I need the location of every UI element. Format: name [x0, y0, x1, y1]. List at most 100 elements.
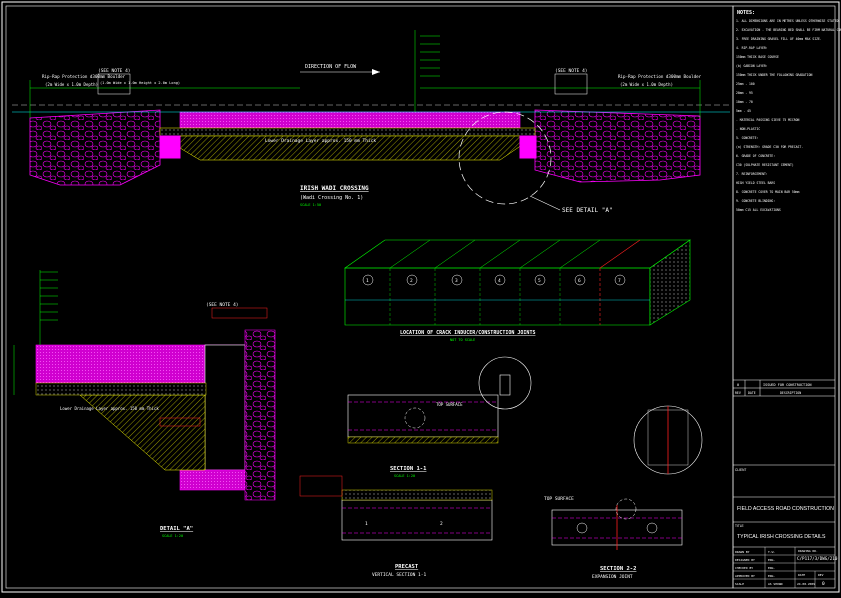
main-subtitle: (Wadi Crossing No. 1): [300, 195, 363, 201]
note-line: 8. CONCRETE COVER TO MAIN BAR 50mm: [736, 190, 799, 194]
notes-frame: [732, 5, 836, 589]
section-2-2: TOP SURFACE SECTION 2-2 EXPANSION JOINT: [544, 405, 703, 580]
tb-row-3-value: ENG.: [768, 574, 775, 578]
note-line: - MATERIAL PASSING SIEVE 75 MICRON: [736, 118, 799, 122]
panel-label-6: 6: [578, 278, 581, 284]
panel-label-7: 7: [618, 278, 621, 284]
right-riprap: [534, 109, 701, 183]
section-1-scale: SCALE 1:20: [394, 474, 415, 478]
left-riprap: [29, 109, 161, 186]
tb-row-3-label: APPROVED BY: [735, 574, 755, 578]
rev-col-desc: DESCRIPTION: [780, 391, 801, 395]
revision-table: 0 ISSUED FOR CONSTRUCTION REV DATE DESCR…: [733, 379, 835, 397]
tb-row-1-label: DESIGNED BY: [735, 558, 755, 562]
rev-row-label: 0: [737, 383, 739, 387]
leveling-layer-label: Lower Drainage Layer approx. 150 mm Thic…: [265, 138, 376, 144]
main-title: IRISH WADI CROSSING: [300, 185, 369, 192]
riprap-right-label: Rip-Rap Protection d300mm Boulder: [618, 74, 702, 79]
gabion-left-label: (1.0m Wide x 1.0m Height x 2.0m Long): [100, 81, 180, 85]
note-line: (a) STRENGTH: GRADE C30 FOR PRECAST.: [736, 145, 803, 149]
tb-row-1-value: ENG.: [768, 558, 775, 562]
project-name: FIELD ACCESS ROAD CONSTRUCTION: [737, 506, 834, 512]
notes-heading: NOTES:: [737, 10, 755, 16]
tb-row-2-value: ENG.: [768, 566, 775, 570]
top-surface-label: TOP SURFACE: [436, 402, 463, 407]
section-1-1: TOP SURFACE SECTION 1-1 SCALE 1:20: [347, 356, 532, 478]
rev-row-desc: ISSUED FOR CONSTRUCTION: [763, 383, 811, 387]
note-line: 50mm C15 ALL EXCAVATIONS: [736, 208, 781, 212]
note-line: 10mm - 70: [736, 100, 753, 104]
precast-num-2: 2: [440, 521, 443, 527]
riprap-left-label: Rip-Rap Protection d300mm Boulder: [42, 74, 126, 79]
main-crossing-section: DIRECTION OF FLOW Rip-Rap Protection d30…: [12, 30, 730, 214]
sub-base: [159, 135, 536, 161]
precast-section: 1 2 PRECAST VERTICAL SECTION 1-1: [299, 475, 493, 578]
section-2-title: SECTION 2-2: [600, 566, 636, 572]
note-line: 150mm THICK UNDER THE FOLLOWING GRADATIO…: [736, 73, 813, 77]
drawing-frame: [5, 5, 734, 589]
see-note-right: (SEE NOTE 4): [555, 68, 588, 74]
note-line: 1. ALL DIMENSIONS ARE IN METRES UNLESS O…: [736, 19, 840, 23]
drawing-no-label: DRAWING NO.: [798, 549, 818, 553]
note-line: HIGH YIELD STEEL BARS: [736, 181, 775, 185]
note-line: 2. EXCAVATION - THE BEARING BED SHALL BE…: [736, 28, 841, 32]
crack-scale: NOT TO SCALE: [450, 338, 475, 342]
detail-a-scale: SCALE 1:20: [162, 534, 183, 538]
rev-col-date: DATE: [748, 391, 756, 395]
note-line: 3. FREE DRAINING GRAVEL FILL OF 40mm MAX…: [736, 37, 822, 41]
crack-inducer-diagram: 1 2 3 4 5 6 7 LOCATION OF CRACK INDUCER/…: [344, 239, 691, 342]
note-line: 5mm - 45: [736, 109, 751, 113]
panel-label-5: 5: [538, 278, 541, 284]
tb-row-4-label: SCALE: [735, 582, 744, 586]
date-label: DATE: [798, 573, 805, 577]
detail-a-rock: [244, 329, 276, 501]
title-label: TITLE: [735, 524, 744, 528]
section-1-title: SECTION 1-1: [390, 466, 427, 472]
main-scale: SCALE 1:50: [300, 203, 321, 207]
crossing-slab: [179, 111, 521, 129]
client-label: CLIENT: [735, 468, 746, 472]
detail-a: (SEE NOTE 4) Lower Drainage Layer approx…: [13, 270, 276, 538]
panel-label-4: 4: [498, 278, 501, 284]
tb-row-0-value: T.W.: [768, 550, 775, 554]
detail-a-callout: [458, 111, 552, 205]
detail-a-leveling: Lower Drainage Layer approx. 150 mm Thic…: [60, 406, 159, 411]
title-block: CLIENT FIELD ACCESS ROAD CONSTRUCTION TI…: [733, 464, 838, 588]
note-line: 4. RIP-RAP LAYER:: [736, 46, 768, 50]
dim-right-span: (2m Wide x 1.0m Depth): [620, 82, 673, 87]
see-detail-label: SEE DETAIL "A": [562, 207, 613, 214]
right-cutoff-wall: [519, 135, 537, 159]
see-note-left: (SEE NOTE 4): [98, 68, 131, 74]
note-line: (b) GABION LAYER:: [736, 64, 768, 68]
note-line: 5. CONCRETE:: [736, 136, 758, 140]
precast-unit: [341, 499, 493, 541]
note-line: 7. REINFORCEMENT:: [736, 172, 768, 176]
note-line: 20mm - 95: [736, 91, 753, 95]
note-line: C30 (SULPHATE RESISTANT CEMENT): [736, 163, 794, 167]
panel-label-2: 2: [410, 278, 413, 284]
tb-row-2-label: CHECKED BY: [735, 566, 753, 570]
drainage-layer: [159, 127, 536, 137]
detail-a-note: (SEE NOTE 4): [206, 302, 239, 308]
tb-row-0-label: DRAWN BY: [735, 550, 750, 554]
precast-num-1: 1: [365, 521, 368, 527]
dim-left-span: (2m Wide x 1.0m Depth): [45, 82, 98, 87]
rev-col-rev: REV: [735, 391, 741, 395]
drawing-title: TYPICAL IRISH CROSSING DETAILS: [737, 534, 826, 540]
panel-label-1: 1: [366, 278, 369, 284]
crack-title: LOCATION OF CRACK INDUCER/CONSTRUCTION J…: [400, 330, 535, 336]
drawing-no: C/P117/3/DWG/210: [797, 556, 838, 561]
notes-panel: NOTES: 1. ALL DIMENSIONS ARE IN METRES U…: [736, 10, 841, 212]
section-2-subtitle: EXPANSION JOINT: [592, 574, 633, 580]
detail-a-title: DETAIL "A": [160, 526, 193, 532]
precast-subtitle: VERTICAL SECTION 1-1: [372, 572, 426, 578]
detail-a-wall: [204, 344, 246, 471]
rev-label: REV: [818, 573, 824, 577]
date-value: 24.08.2009: [797, 582, 815, 586]
direction-label: DIRECTION OF FLOW: [305, 64, 357, 70]
note-line: 6. GRADE OF CONCRETE:: [736, 154, 775, 158]
note-line: 25mm - 100: [736, 82, 755, 86]
